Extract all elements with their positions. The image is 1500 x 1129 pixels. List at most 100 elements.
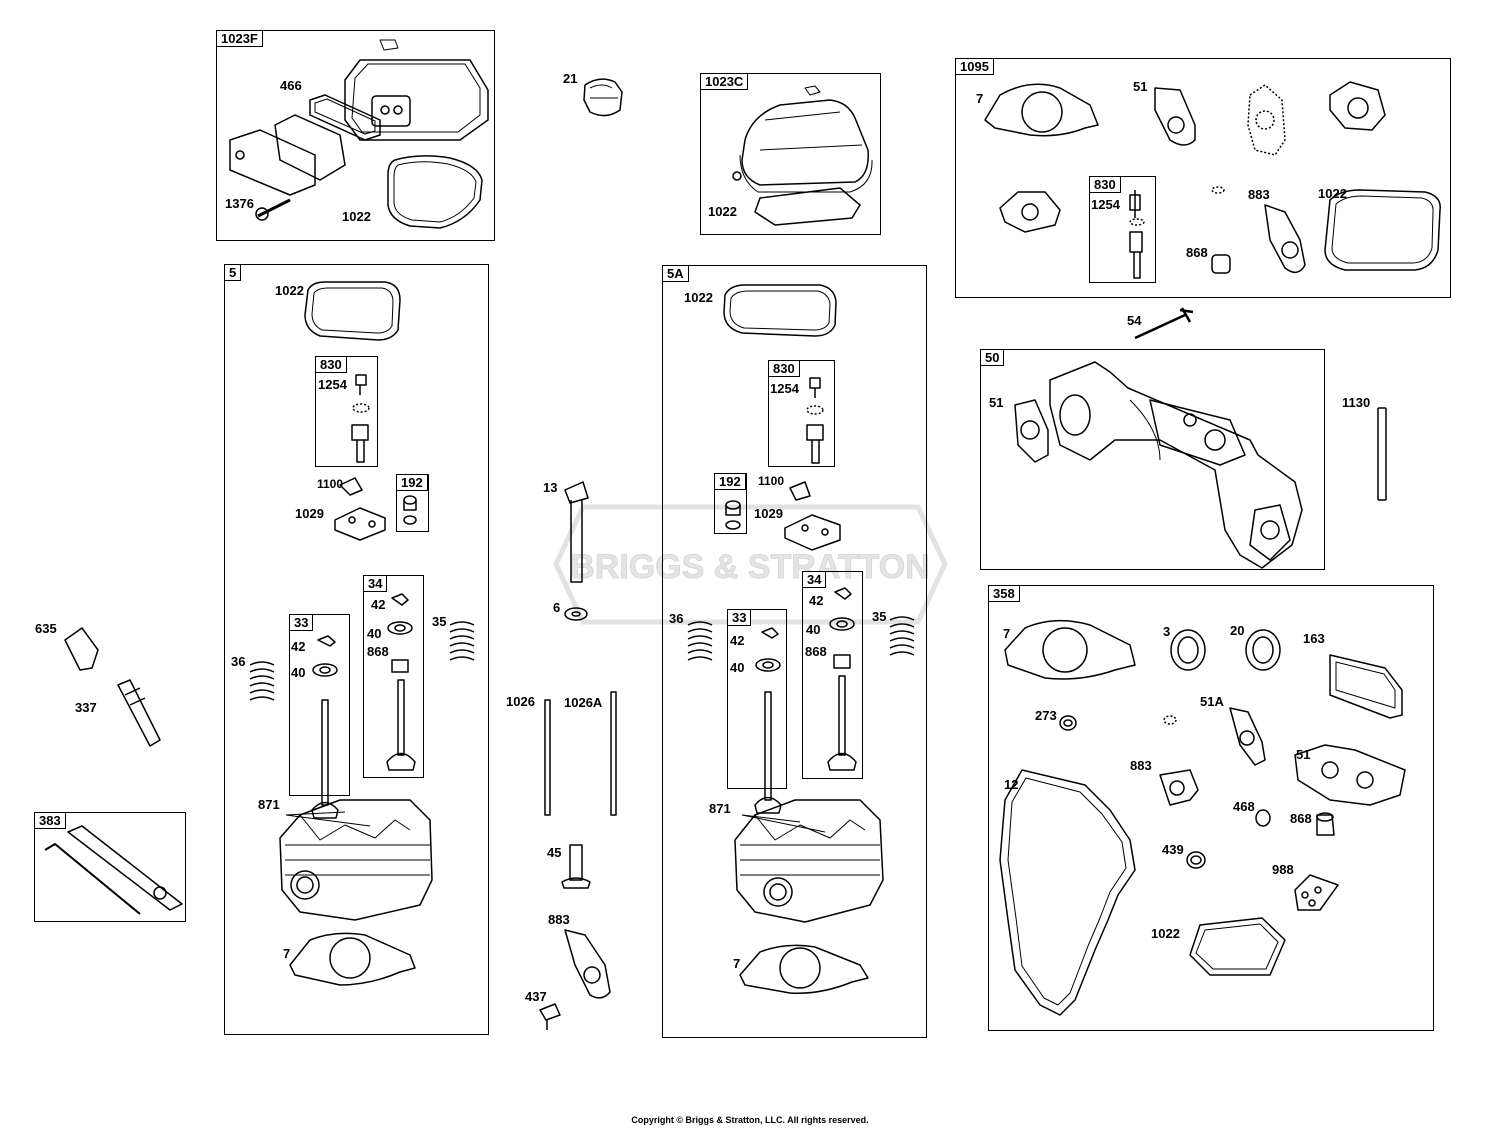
part-label-1022-5: 1022 bbox=[275, 283, 304, 298]
part-label-1100-5: 1100 bbox=[317, 477, 344, 491]
part-label-883-358: 883 bbox=[1130, 758, 1152, 773]
part-label-42-5A-34: 42 bbox=[809, 593, 824, 608]
box-tag-5A: 5A bbox=[662, 265, 689, 282]
part-label-51-50: 51 bbox=[989, 395, 1004, 410]
part-label-3: 3 bbox=[1163, 624, 1171, 639]
part-label-42-5-33: 42 bbox=[291, 639, 306, 654]
gasket-kit-1095-art bbox=[984, 81, 1441, 279]
part-label-40-5A-33: 40 bbox=[730, 660, 745, 675]
part-label-1254-5A: 1254 bbox=[770, 381, 799, 396]
box-tag-5A-33: 33 bbox=[727, 609, 752, 626]
part-label-163: 163 bbox=[1303, 631, 1325, 646]
assembly-box-1023F: 1023F bbox=[216, 30, 495, 241]
part-label-437: 437 bbox=[525, 989, 547, 1004]
subassembly-box-5-192: 192 bbox=[396, 474, 429, 532]
part-label-1026: 1026 bbox=[506, 694, 535, 709]
part-label-35-5A: 35 bbox=[872, 609, 887, 624]
box-tag-5-830: 830 bbox=[315, 356, 347, 373]
rod-1130-art bbox=[1377, 407, 1387, 501]
box-tag-5A-830: 830 bbox=[768, 360, 800, 377]
part-label-7-5: 7 bbox=[283, 946, 291, 961]
part-label-1376: 1376 bbox=[225, 196, 254, 211]
box-tag-5-34: 34 bbox=[363, 575, 388, 592]
part-label-42-5A-33: 42 bbox=[730, 633, 745, 648]
box-tag-1095: 1095 bbox=[955, 58, 994, 75]
part-label-871-5A: 871 bbox=[709, 801, 731, 816]
subassembly-box-5A-192: 192 bbox=[714, 473, 747, 534]
part-label-54: 54 bbox=[1127, 313, 1142, 328]
part-label-7-1095: 7 bbox=[976, 91, 984, 106]
briggs-stratton-watermark: BRIGGS & STRATTON bbox=[553, 504, 948, 625]
part-label-1100-5A: 1100 bbox=[758, 474, 785, 488]
box-tag-5: 5 bbox=[224, 264, 242, 281]
part-label-337: 337 bbox=[75, 700, 97, 715]
part-label-35-5: 35 bbox=[432, 614, 447, 629]
box-tag-383: 383 bbox=[34, 812, 66, 829]
part-label-1022-5A: 1022 bbox=[684, 290, 713, 305]
spark-plug-art bbox=[64, 627, 161, 747]
part-label-42-5-34: 42 bbox=[371, 597, 386, 612]
assembly-box-5A: 5A bbox=[662, 265, 927, 1038]
part-label-1254-1095: 1254 bbox=[1091, 197, 1120, 212]
part-label-1026A: 1026A bbox=[564, 695, 603, 710]
part-label-7-358: 7 bbox=[1003, 626, 1011, 641]
box-5-parts-art bbox=[249, 281, 475, 986]
part-label-871-5: 871 bbox=[258, 797, 280, 812]
part-label-468: 468 bbox=[1233, 799, 1255, 814]
subassembly-box-5A-830: 830 bbox=[768, 360, 835, 467]
bolt-54-art bbox=[1134, 307, 1194, 340]
valve-cover-1023C-art bbox=[732, 85, 873, 226]
part-label-273: 273 bbox=[1035, 708, 1057, 723]
part-label-883-middle: 883 bbox=[548, 912, 570, 927]
part-label-6: 6 bbox=[553, 600, 561, 615]
part-label-7-5A: 7 bbox=[733, 956, 741, 971]
box-tag-1023C: 1023C bbox=[700, 73, 749, 90]
part-label-635: 635 bbox=[35, 621, 57, 636]
manifold-50-art bbox=[1014, 361, 1303, 569]
assembly-box-1023C: 1023C bbox=[700, 73, 881, 235]
watermark-text: BRIGGS & STRATTON bbox=[570, 548, 930, 586]
box-tag-50: 50 bbox=[980, 349, 1005, 366]
part-label-1022-1095: 1022 bbox=[1318, 186, 1347, 201]
part-label-868-5: 868 bbox=[367, 644, 389, 659]
copyright-notice: Copyright © Briggs & Stratton, LLC. All … bbox=[631, 1115, 869, 1125]
box-tag-358: 358 bbox=[988, 585, 1020, 602]
subassembly-box-5-830: 830 bbox=[315, 356, 378, 467]
box-tag-5A-34: 34 bbox=[802, 571, 827, 588]
part-label-36-5: 36 bbox=[231, 654, 246, 669]
part-label-868-358: 868 bbox=[1290, 811, 1312, 826]
gasket-set-358-art bbox=[999, 619, 1406, 1016]
middle-parts-art bbox=[539, 481, 617, 1030]
box-tag-5A-192: 192 bbox=[714, 473, 746, 490]
part-label-20: 20 bbox=[1230, 623, 1245, 638]
box-tag-5-33: 33 bbox=[289, 614, 314, 631]
assembly-box-358: 358 bbox=[988, 585, 1434, 1031]
part-label-1029-5A: 1029 bbox=[754, 506, 783, 521]
part-label-1130: 1130 bbox=[1342, 395, 1371, 410]
box-5A-parts-art bbox=[687, 284, 915, 995]
box-tag-1023F: 1023F bbox=[216, 30, 263, 47]
part-label-1022-1023C: 1022 bbox=[708, 204, 737, 219]
cap-21-art bbox=[583, 78, 623, 117]
part-label-1022-1023F: 1022 bbox=[342, 209, 371, 224]
subassembly-box-5-34: 34 bbox=[363, 575, 424, 778]
part-label-45: 45 bbox=[547, 845, 562, 860]
part-label-988: 988 bbox=[1272, 862, 1294, 877]
part-label-1022-358: 1022 bbox=[1151, 926, 1180, 941]
tool-383-art bbox=[44, 825, 183, 915]
valve-cover-1023F-art bbox=[229, 39, 489, 229]
part-label-51A: 51A bbox=[1200, 694, 1224, 709]
box-tag-5-192: 192 bbox=[396, 474, 428, 491]
part-label-466: 466 bbox=[280, 78, 302, 93]
part-label-51-358: 51 bbox=[1296, 747, 1311, 762]
part-label-13: 13 bbox=[543, 480, 558, 495]
part-label-439: 439 bbox=[1162, 842, 1184, 857]
part-label-40-5-33: 40 bbox=[291, 665, 306, 680]
part-label-868-5A: 868 bbox=[805, 644, 827, 659]
box-tag-1095-830: 830 bbox=[1089, 176, 1121, 193]
assembly-box-383: 383 bbox=[34, 812, 186, 922]
part-label-12: 12 bbox=[1004, 777, 1019, 792]
subassembly-box-1095-830: 830 bbox=[1089, 176, 1156, 283]
assembly-box-5: 5 bbox=[224, 264, 489, 1035]
